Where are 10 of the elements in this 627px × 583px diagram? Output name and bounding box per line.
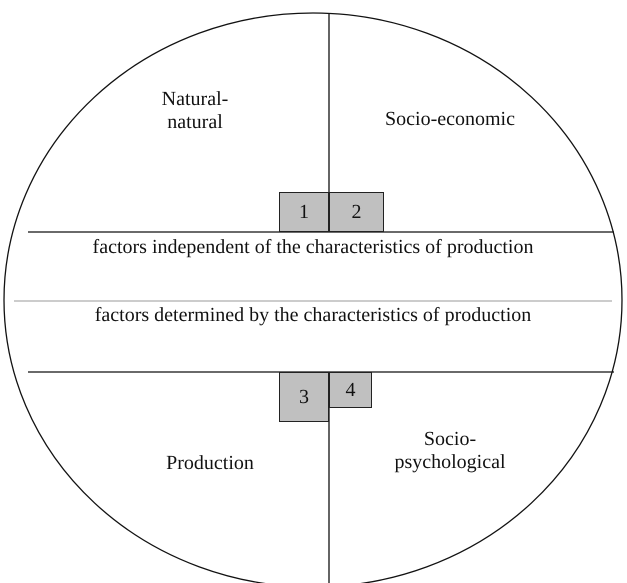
- band-label: factors determined by the characteristics of production: [60, 304, 566, 366]
- number-box: 1: [279, 192, 329, 232]
- number-box: 2: [329, 192, 384, 232]
- sector-label: Socio-psychological: [393, 428, 507, 474]
- sector-label: Natural-natural: [160, 88, 230, 134]
- band-label: factors independent of the characteristics of production: [60, 236, 566, 298]
- number-box: 3: [279, 372, 329, 422]
- sector-label: Socio-economic: [384, 108, 516, 131]
- number-box: 4: [329, 372, 372, 408]
- sector-label: Production: [165, 452, 255, 475]
